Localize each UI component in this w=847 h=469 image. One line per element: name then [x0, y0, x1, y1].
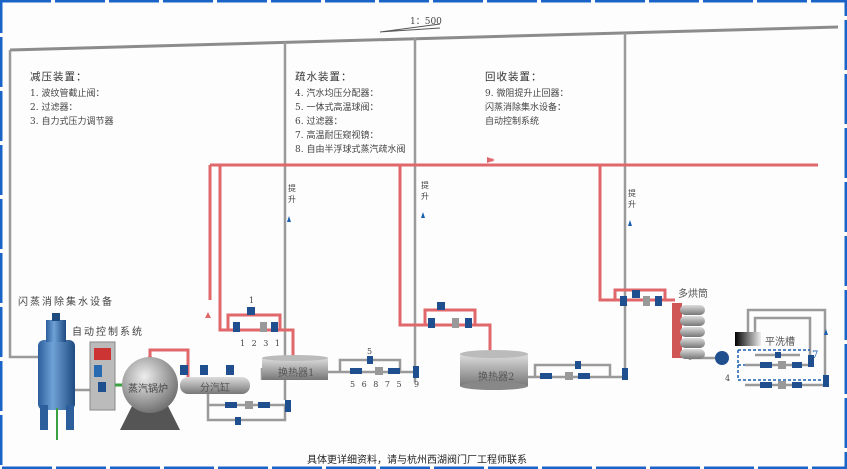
valve-number: 4	[725, 374, 733, 383]
lift-arrows	[287, 212, 828, 335]
recovery-item: 9. 微阻提升止回器：	[485, 89, 569, 99]
recovery-title: 回收装置：	[485, 71, 543, 83]
valve-number: 7	[812, 350, 821, 361]
recovery-item: 自动控制系统	[485, 117, 540, 127]
drain-item: 6. 过滤器：	[295, 117, 343, 127]
drain-title: 疏水装置：	[295, 71, 353, 83]
steam-boiler	[120, 357, 180, 430]
valve-numbers: 5 6 8 7 5	[350, 380, 404, 389]
drain-item: 8. 自由半浮球式蒸汽疏水阀	[295, 145, 406, 155]
drain-item: 5. 一体式高温球阀：	[295, 103, 379, 113]
wash-tank-label: 平洗槽	[765, 337, 795, 348]
heat-exchanger-2	[460, 350, 528, 390]
boiler-label: 蒸汽锅炉	[128, 384, 168, 395]
heat-exchanger-1	[262, 355, 328, 380]
header-label: 分汽缸	[200, 383, 230, 394]
lift-label: 提升	[421, 181, 429, 201]
valve-number: 9	[414, 380, 422, 389]
reduce-item: 1. 波纹管截止阀：	[30, 89, 105, 99]
flow-arrow-icon	[205, 312, 211, 318]
control-cabinet	[89, 341, 125, 411]
scale-wedge	[379, 23, 441, 33]
reduce-item: 2. 过滤器：	[30, 103, 78, 113]
hx1-label: 换热器1	[278, 368, 315, 379]
valve-number: 1	[249, 296, 257, 305]
hx2-label: 换热器2	[478, 372, 515, 383]
flash-equipment-label: 闪蒸消除集水设备	[18, 297, 114, 308]
flash-tank	[38, 313, 75, 440]
multi-cylinder-dryer	[672, 303, 705, 359]
reduce-title: 减压装置：	[30, 71, 88, 83]
lift-label: 提升	[628, 189, 636, 209]
valve-numbers: 1 2 3 1	[240, 339, 282, 348]
blue-control-lines	[737, 349, 825, 381]
recovery-item: 闪蒸消除集水设备：	[485, 103, 567, 113]
footer-contact-note: 具体更详细资料，请与杭州西湖阀门厂工程师联系	[307, 455, 527, 466]
control-system-label: 自动控制系统	[72, 327, 144, 338]
valve-number: 5	[367, 347, 375, 356]
wash-tank	[735, 332, 761, 346]
condensate-pipes	[8, 33, 827, 422]
reduce-item: 3. 自力式压力调节器	[30, 117, 114, 127]
dryer-label: 多烘筒	[678, 289, 708, 300]
scale-label: 1：500	[410, 17, 442, 27]
valves	[98, 290, 829, 425]
flow-arrow-icon	[148, 352, 152, 357]
flow-arrow-icon	[487, 157, 495, 163]
top-return-main	[9, 25, 839, 52]
lift-label: 提升	[288, 184, 296, 204]
steam-header	[180, 377, 250, 394]
drain-item: 4. 汽水均压分配器：	[295, 89, 379, 99]
drain-item: 7. 高温耐压窥视镜：	[295, 131, 379, 141]
